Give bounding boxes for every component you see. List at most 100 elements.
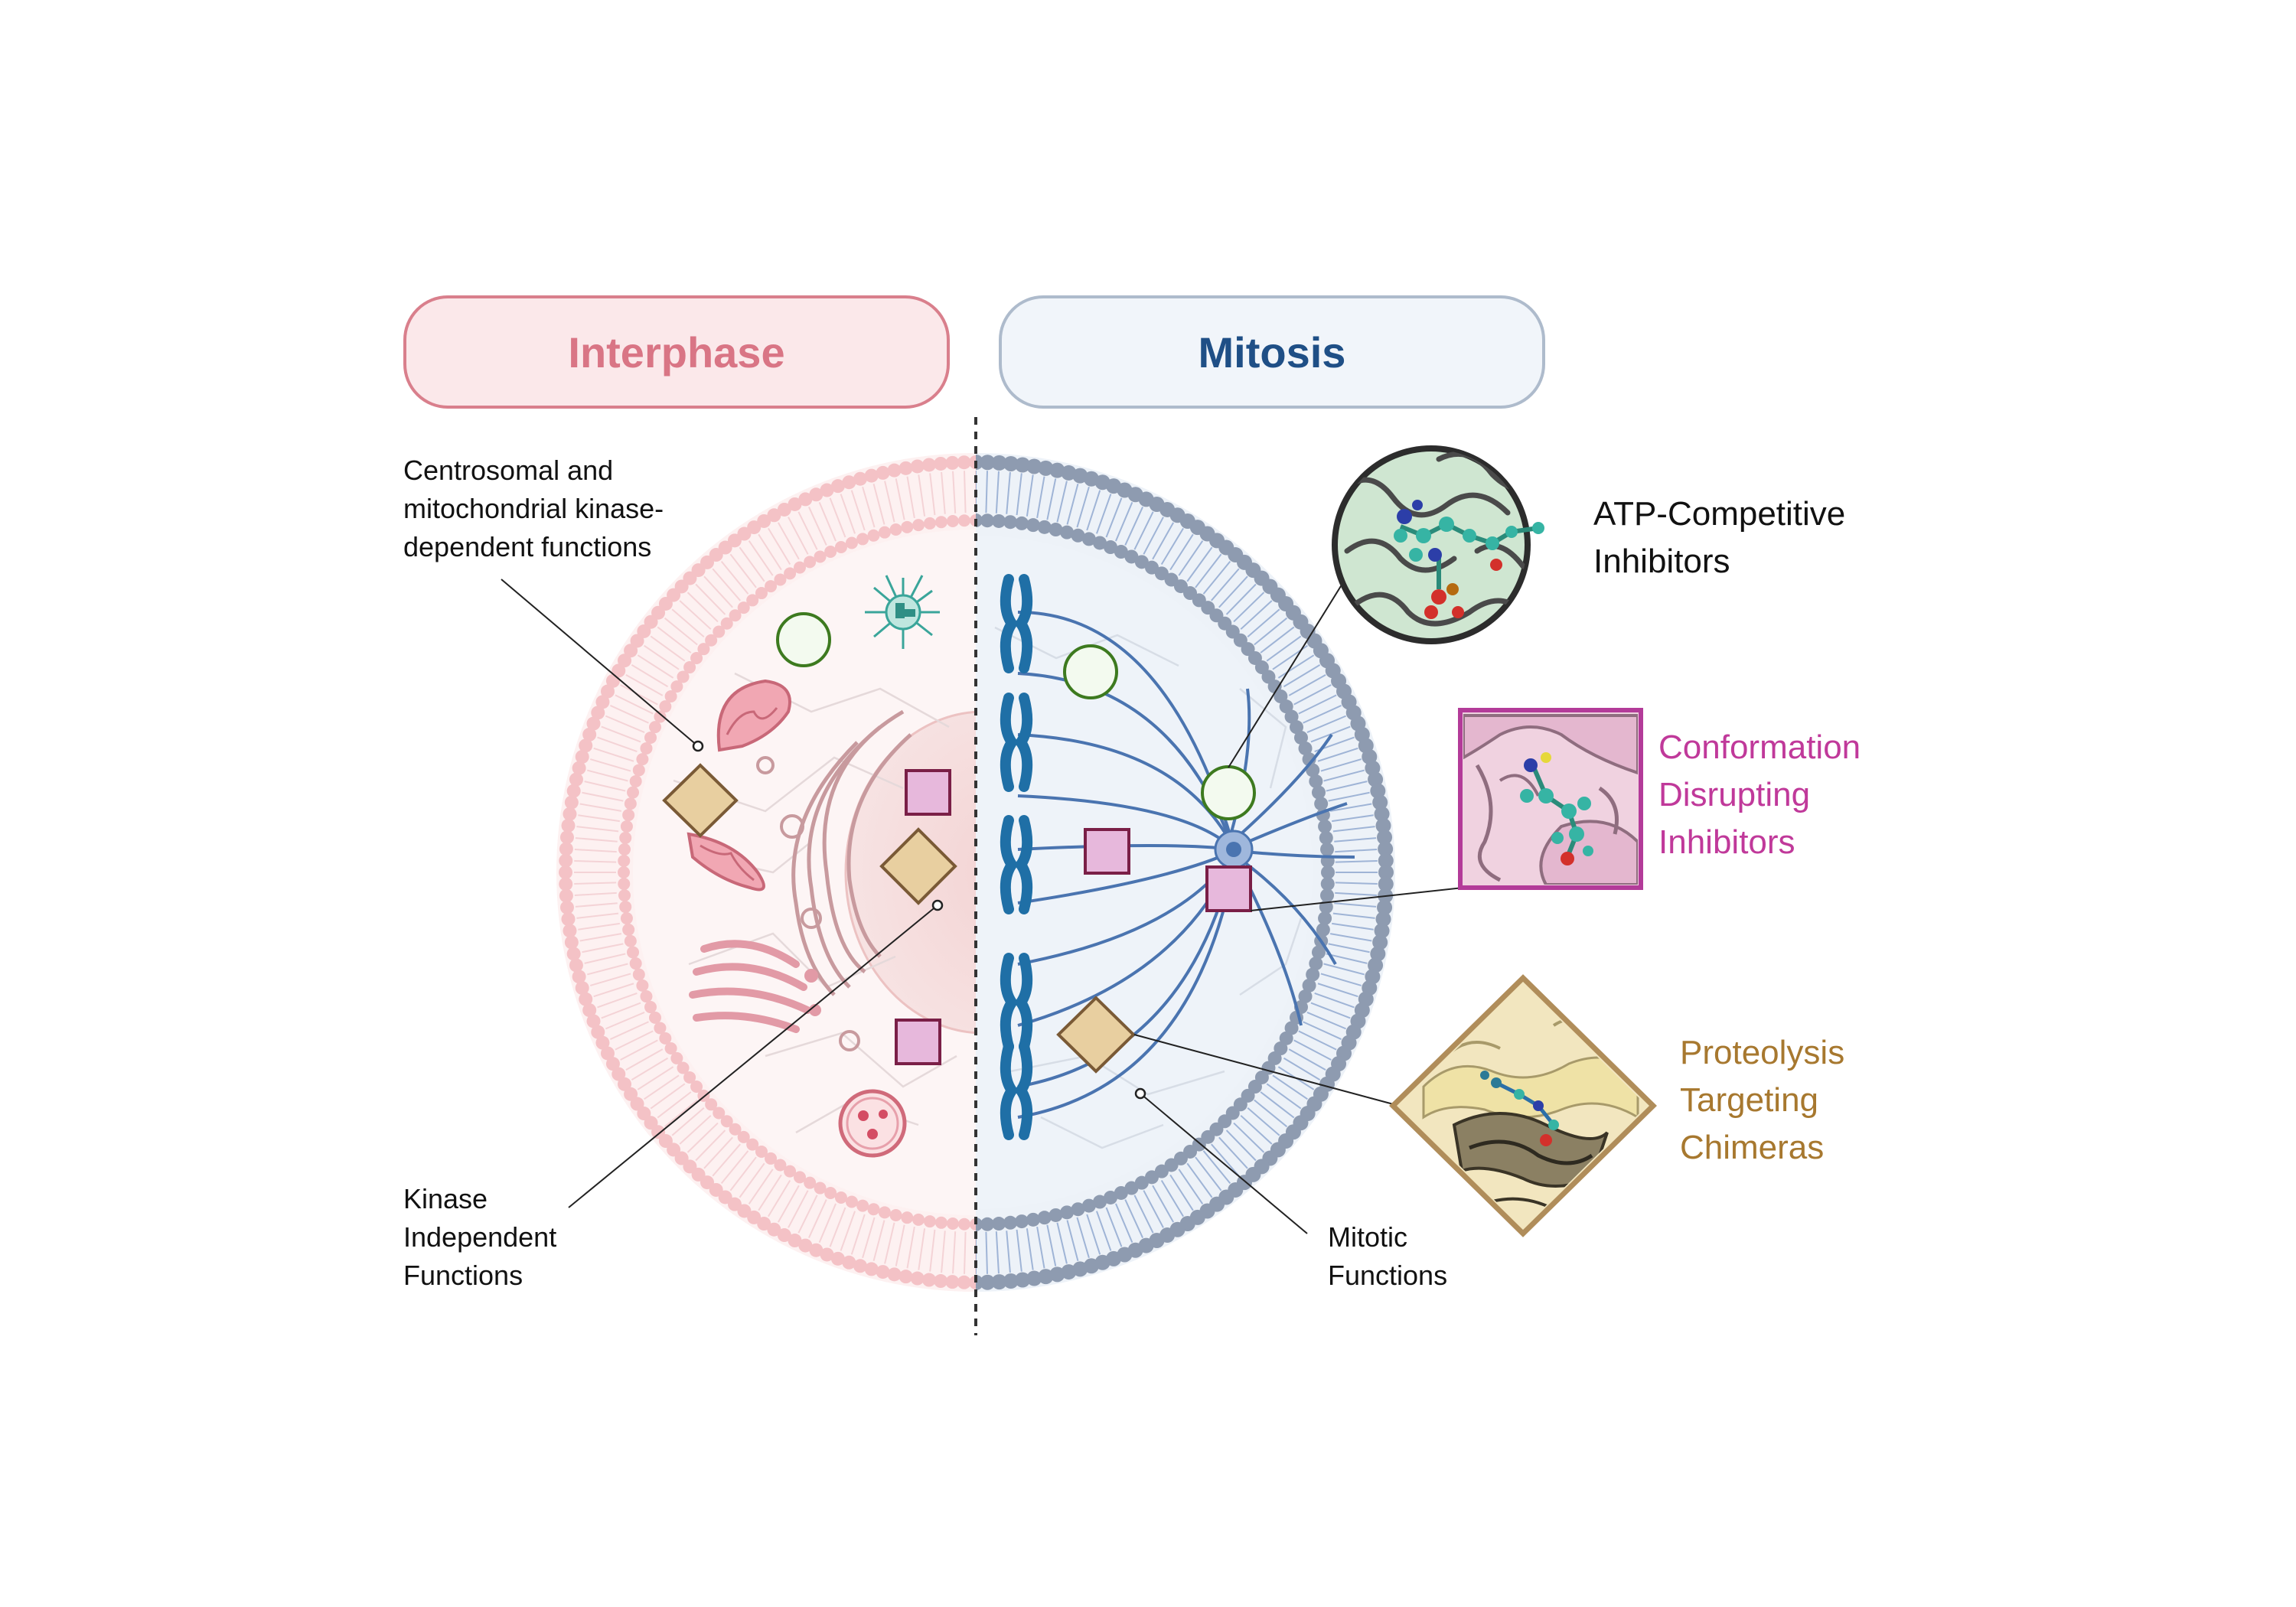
membrane-bead	[1298, 741, 1313, 755]
chromatid	[1000, 815, 1019, 914]
chromosome-icon	[1000, 815, 1033, 914]
membrane-tail	[579, 803, 622, 812]
membrane-bead	[618, 878, 631, 891]
circle-marker-icon	[1201, 765, 1256, 820]
membrane-bead	[1267, 680, 1282, 694]
membrane-tail	[729, 553, 757, 588]
membrane-bead	[624, 644, 638, 658]
membrane-bead	[923, 1215, 936, 1228]
membrane-bead	[1037, 1211, 1052, 1225]
inner-membrane-beads-left	[618, 514, 976, 1231]
membrane-tail	[818, 1203, 837, 1243]
membrane-bead	[946, 514, 959, 527]
membrane-tail	[644, 644, 680, 670]
membrane-bead	[713, 625, 726, 638]
membrane-bead	[1378, 852, 1394, 869]
leader-dot	[931, 899, 944, 911]
membrane-bead	[1375, 911, 1391, 927]
membrane-bead	[595, 695, 610, 709]
membrane-tail	[610, 1021, 649, 1041]
membrane-bead	[755, 587, 768, 600]
membrane-bead	[644, 731, 657, 744]
membrane-tail	[1046, 478, 1057, 520]
outer-membrane-tails-left	[574, 471, 976, 1274]
membrane-tail	[1195, 1156, 1222, 1191]
membrane-bead	[784, 1165, 797, 1178]
membrane-bead	[572, 970, 586, 984]
membrane-tail	[995, 471, 1000, 513]
membrane-bead	[934, 1274, 948, 1289]
membrane-bead	[559, 853, 573, 868]
membrane-bead	[921, 1273, 936, 1287]
membrane-tail	[906, 476, 915, 519]
membrane-bead	[618, 843, 631, 856]
golgi-icon	[689, 940, 811, 1033]
membrane-tail	[788, 517, 809, 555]
membrane-tail	[679, 1115, 712, 1145]
membrane-bead	[1026, 1270, 1042, 1286]
membrane-bead	[945, 1275, 960, 1289]
membrane-tail	[829, 1207, 846, 1247]
membrane-bead	[1320, 842, 1335, 856]
membrane-bead	[1374, 806, 1390, 822]
membrane-tail	[615, 1030, 654, 1051]
membrane-bead	[845, 1195, 858, 1208]
membrane-bead	[1279, 1031, 1293, 1045]
membrane-bead	[664, 690, 677, 702]
membrane-bead	[670, 1051, 683, 1064]
membrane-bead	[788, 1234, 802, 1248]
membrane-bead	[1284, 709, 1299, 724]
membrane-bead	[561, 912, 576, 927]
membrane-tail	[807, 507, 827, 546]
membrane-bead	[591, 706, 605, 720]
membrane-tail	[1320, 973, 1362, 986]
membrane-bead	[629, 957, 642, 970]
membrane-tail	[758, 1174, 782, 1211]
membrane-bead	[690, 651, 703, 664]
membrane-tail	[1086, 1214, 1101, 1255]
membrane-bead	[619, 901, 632, 914]
membrane-bead	[709, 548, 723, 562]
label-line: Chimeras	[1680, 1129, 1825, 1166]
membrane-bead	[755, 1145, 768, 1158]
membrane-bead	[1049, 523, 1063, 537]
membrane-tail	[1169, 533, 1194, 571]
membrane-bead	[659, 1032, 672, 1045]
membrane-tail	[1329, 803, 1372, 812]
membrane-tail	[1152, 1185, 1175, 1223]
membrane-tail	[788, 1190, 809, 1228]
kinase-independent-label: Kinase Independent Functions	[403, 1180, 556, 1295]
membrane-bead	[794, 1171, 806, 1184]
membrane-bead	[1104, 1190, 1118, 1204]
mitosis-cell	[976, 453, 1395, 1292]
membrane-bead	[757, 513, 771, 528]
membrane-bead	[591, 1025, 605, 1039]
membrane-bead	[1104, 540, 1118, 555]
membrane-bead	[605, 1057, 620, 1071]
membrane-bead	[1274, 1041, 1288, 1055]
membrane-tail	[589, 973, 631, 986]
membrane-tail	[1178, 1169, 1204, 1204]
membrane-bead	[969, 455, 976, 469]
membrane-bead	[579, 992, 593, 1006]
chromatid	[1014, 574, 1033, 673]
membrane-tail	[895, 478, 905, 520]
membrane-bead	[957, 514, 970, 527]
membrane-tail	[1254, 1099, 1288, 1128]
membrane-bead	[1071, 528, 1085, 543]
membrane-bead	[1049, 1266, 1065, 1283]
membrane-tail	[1178, 540, 1204, 576]
membrane-bead	[1321, 865, 1335, 879]
membrane-tail	[1240, 600, 1273, 630]
membrane-bead	[1124, 1181, 1139, 1195]
membrane-tail	[1133, 511, 1154, 550]
membrane-tail	[748, 1169, 774, 1204]
membrane-tail	[1006, 1231, 1011, 1273]
membrane-tail	[1225, 1129, 1257, 1162]
membrane-bead	[705, 1098, 718, 1111]
membrane-tail	[1310, 1002, 1351, 1019]
membrane-tail	[1306, 1012, 1346, 1030]
membrane-bead	[618, 889, 631, 902]
membrane-bead	[727, 533, 742, 548]
membrane-bead	[747, 1210, 762, 1224]
